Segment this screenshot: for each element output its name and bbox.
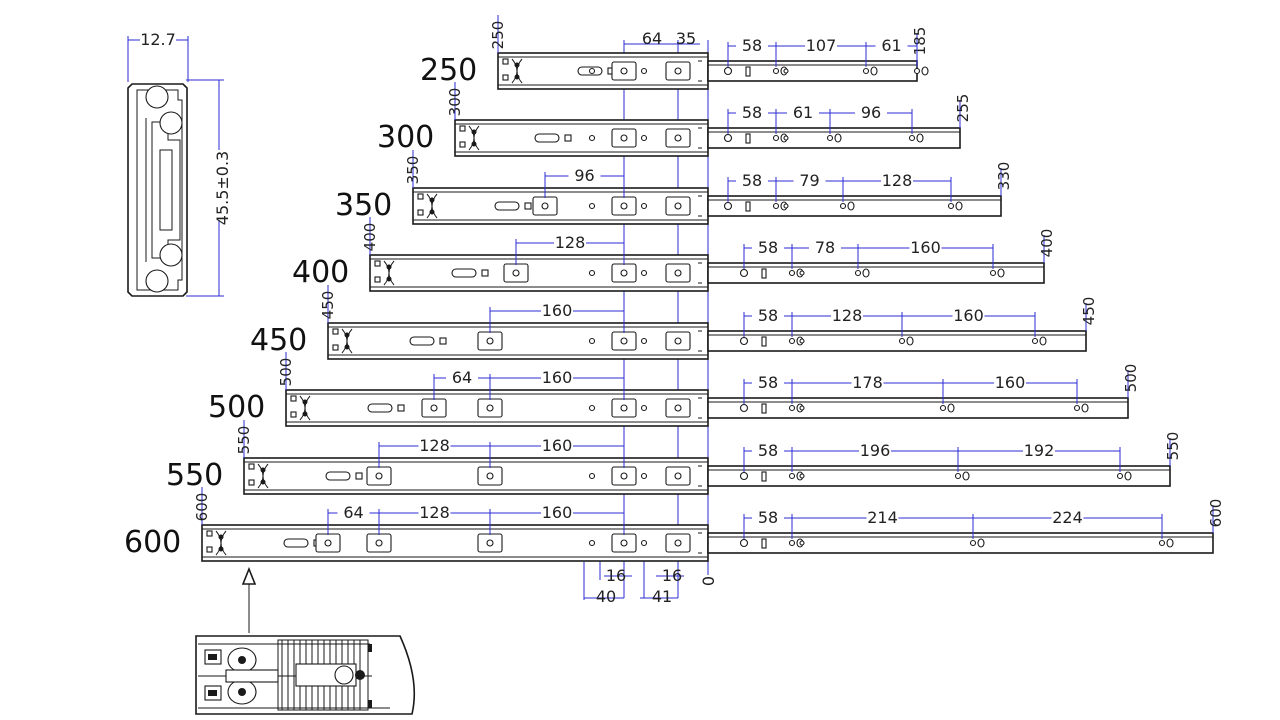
slide-inner-member (707, 532, 1214, 554)
slide-profile-section: 12.7 45.5±0.3 (127, 30, 232, 297)
slide-length-tag: 350 (404, 156, 422, 185)
front-dim-61: 61 (881, 36, 901, 55)
slide-inner-member (707, 465, 1171, 487)
slides-group: 250 250 185 58 107 61 300 300 255 58 61 96 350 350 330… (124, 15, 1225, 562)
back-dim-160: 160 (542, 436, 573, 455)
slide-inner-member (707, 330, 1087, 352)
slide-length-tag: 450 (319, 291, 337, 320)
reference-lines: 64 35 0 16 40 41 16 (583, 29, 718, 606)
front-dim-58: 58 (742, 171, 762, 190)
slide-row-600: 600 600 600 58 214 224 64 128 160 (124, 487, 1225, 562)
slide-size-label: 350 (335, 188, 392, 223)
front-dim-58: 58 (758, 238, 778, 257)
slide-size-label: 400 (292, 255, 349, 290)
front-dim-178: 178 (852, 373, 883, 392)
back-dim-128: 128 (555, 233, 586, 252)
front-dim-58: 58 (758, 441, 778, 460)
slide-row-550: 550 550 550 58 196 192 128 160 (166, 420, 1182, 495)
bottom-dim-16a: 16 (606, 566, 626, 585)
slide-row-300: 300 300 255 58 61 96 (377, 82, 972, 157)
slide-end-detail-view (195, 635, 416, 715)
slide-length-tag: 550 (235, 426, 253, 455)
front-dim-58: 58 (758, 306, 778, 325)
slide-outer-member (243, 457, 709, 495)
top-dim-64: 64 (642, 29, 662, 48)
profile-width-label: 12.7 (140, 30, 176, 49)
back-dim-160: 160 (542, 301, 573, 320)
front-dim-58: 58 (742, 103, 762, 122)
slide-extension-tag: 450 (1080, 297, 1098, 326)
back-dim-96: 96 (574, 166, 594, 185)
slide-outer-member (327, 322, 709, 360)
back-dim-64: 64 (343, 503, 363, 522)
slide-row-450: 450 450 450 58 128 160 160 (250, 285, 1098, 360)
slide-inner-member (707, 127, 961, 149)
front-dim-224: 224 (1052, 508, 1083, 527)
back-dim-160: 160 (542, 503, 573, 522)
bottom-dim-16b: 16 (662, 566, 682, 585)
slide-length-tag: 500 (277, 358, 295, 387)
back-dim-160: 160 (542, 368, 573, 387)
slide-row-500: 500 500 500 58 178 160 64 160 (208, 352, 1140, 427)
front-dim-58: 58 (758, 508, 778, 527)
slide-length-tag: 300 (446, 88, 464, 117)
profile-height-label: 45.5±0.3 (213, 151, 232, 225)
slide-row-250: 250 250 185 58 107 61 (420, 15, 929, 90)
slide-length-tag: 600 (193, 493, 211, 522)
bottom-dim-41: 41 (652, 587, 672, 606)
slide-size-label: 500 (208, 390, 265, 425)
front-dim-196: 196 (860, 441, 891, 460)
slide-extension-tag: 400 (1038, 229, 1056, 258)
front-dim-160: 160 (953, 306, 984, 325)
slide-length-tag: 400 (361, 223, 379, 252)
slide-row-400: 400 400 400 58 78 160 128 (292, 217, 1056, 292)
top-dim-35: 35 (676, 29, 696, 48)
front-dim-58: 58 (742, 36, 762, 55)
front-dim-214: 214 (867, 508, 898, 527)
slide-extension-tag: 500 (1122, 364, 1140, 393)
slide-inner-member (707, 397, 1129, 419)
front-dim-160: 160 (995, 373, 1026, 392)
slide-row-350: 350 350 330 58 79 128 96 (335, 150, 1013, 225)
slide-length-tag: 250 (489, 21, 507, 50)
front-dim-160: 160 (910, 238, 941, 257)
zero-reference-label: 0 (699, 576, 718, 586)
slide-inner-member (707, 60, 918, 82)
front-dim-96: 96 (861, 103, 881, 122)
front-dim-61: 61 (793, 103, 813, 122)
slide-size-label: 300 (377, 120, 434, 155)
slide-size-label: 450 (250, 323, 307, 358)
back-dim-64: 64 (452, 368, 472, 387)
slide-size-label: 250 (420, 53, 477, 88)
slide-outer-member (369, 254, 709, 292)
slide-size-label: 600 (124, 525, 181, 560)
slide-extension-tag: 255 (954, 94, 972, 123)
front-dim-107: 107 (806, 36, 837, 55)
back-dim-128: 128 (419, 436, 450, 455)
back-dim-128: 128 (419, 503, 450, 522)
slide-extension-tag: 330 (995, 162, 1013, 191)
front-dim-128: 128 (832, 306, 863, 325)
slide-extension-tag: 550 (1164, 432, 1182, 461)
detail-arrow (241, 566, 257, 633)
front-dim-192: 192 (1024, 441, 1055, 460)
slide-outer-member (412, 187, 709, 225)
slide-extension-tag: 600 (1207, 499, 1225, 528)
front-dim-58: 58 (758, 373, 778, 392)
front-dim-78: 78 (815, 238, 835, 257)
slide-extension-tag: 185 (911, 27, 929, 56)
front-dim-79: 79 (799, 171, 819, 190)
front-dim-128: 128 (882, 171, 913, 190)
bottom-dim-40: 40 (596, 587, 616, 606)
slide-size-label: 550 (166, 458, 223, 493)
